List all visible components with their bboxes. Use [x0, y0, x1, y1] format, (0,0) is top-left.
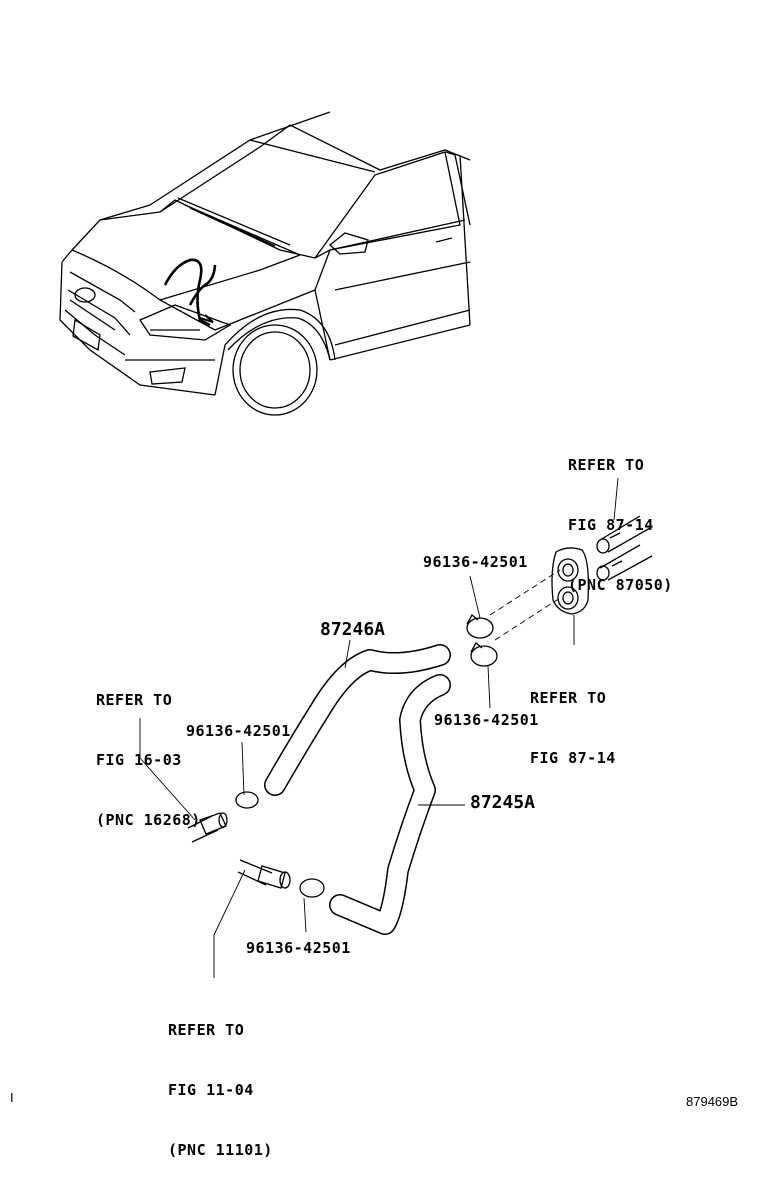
ref-line-1: REFER TO [568, 456, 645, 474]
part-clamp-top-upper: 96136-42501 [423, 553, 528, 571]
grommet [551, 547, 590, 615]
refer-fig-87-14: REFER TO FIG 87-14 [530, 648, 616, 788]
ref-line-3: (PNC 11101) [168, 1141, 273, 1159]
ref-line-1: REFER TO [168, 1021, 245, 1039]
figure-code: 879469B [686, 1094, 739, 1109]
ref-line-2: FIG 87-14 [530, 749, 616, 767]
heater-pipes-right [596, 515, 653, 581]
part-clamp-top-lower: 96136-42501 [434, 711, 539, 729]
ref-line-3: (PNC 87050) [568, 576, 673, 594]
car-illustration [59, 111, 471, 416]
refer-fig-87-14-pnc: REFER TO FIG 87-14 (PNC 87050) [568, 415, 673, 615]
refer-fig-16-03: REFER TO FIG 16-03 (PNC 16268) [96, 650, 201, 850]
part-hose-lower: 87245A [470, 792, 536, 813]
ref-line-2: FIG 11-04 [168, 1081, 254, 1099]
hose-87245A [329, 674, 451, 935]
pipe-left [187, 812, 228, 843]
parts-diagram [59, 111, 653, 978]
part-clamp-bottom: 96136-42501 [246, 939, 351, 957]
ref-line-2: FIG 16-03 [96, 751, 182, 769]
part-clamp-left: 96136-42501 [186, 722, 291, 740]
hose-87246A [264, 644, 451, 796]
ref-line-3: (PNC 16268) [96, 811, 201, 829]
clamp-bottom-shape [299, 878, 325, 898]
ref-line-1: REFER TO [530, 689, 607, 707]
refer-fig-11-04: REFER TO FIG 11-04 (PNC 11101) [168, 980, 273, 1180]
ref-line-2: FIG 87-14 [568, 516, 654, 534]
part-hose-upper: 87246A [320, 619, 386, 640]
pipe-bottom [237, 859, 291, 889]
ref-line-1: REFER TO [96, 691, 173, 709]
corner-mark: I [10, 1090, 14, 1105]
clamp-left-shape [235, 791, 259, 809]
leader-lines [139, 477, 619, 978]
clamp-top-pair [466, 613, 498, 667]
